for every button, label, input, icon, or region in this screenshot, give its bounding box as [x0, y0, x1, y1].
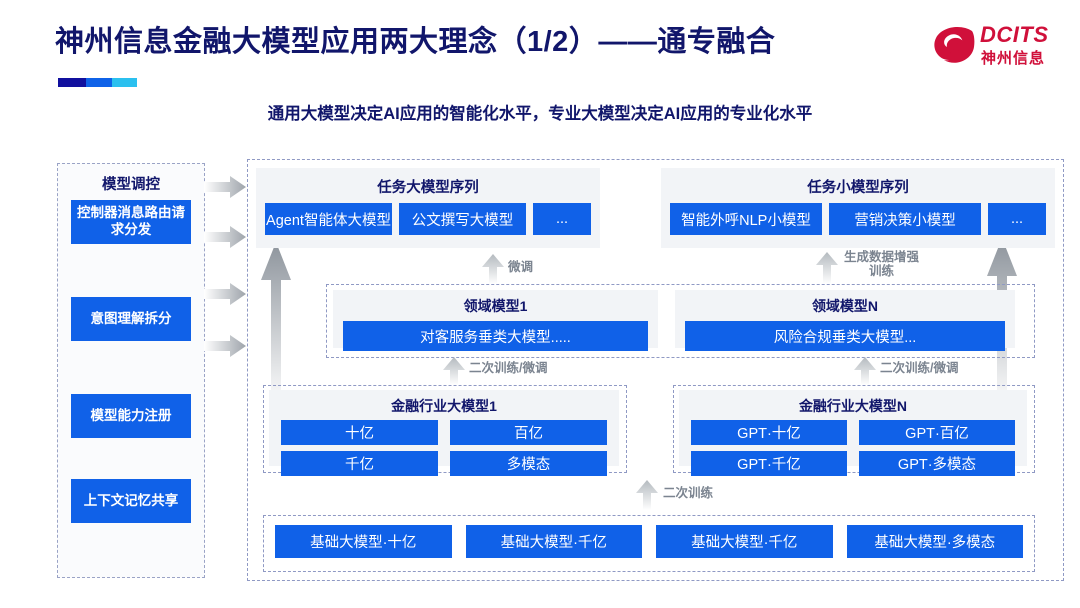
industry-panel-0-title: 金融行业大模型1 [391, 398, 497, 414]
industry-chip-0-0[interactable]: 十亿 [281, 420, 438, 445]
foundation-group: 基础大模型·十亿 基础大模型·千亿 基础大模型·千亿 基础大模型·多模态 [263, 515, 1035, 572]
task-chip-0-2[interactable]: ... [533, 203, 591, 235]
task-panel-1-chips: 智能外呼NLP小模型 营销决策小模型 ... [661, 197, 1055, 244]
industry-panel-1: 金融行业大模型N GPT·十亿 GPT·百亿 GPT·千亿 GPT·多模态 [679, 390, 1027, 476]
foundation-chips: 基础大模型·十亿 基础大模型·千亿 基础大模型·千亿 基础大模型·多模态 [264, 516, 1034, 571]
task-chip-1-0[interactable]: 智能外呼NLP小模型 [670, 203, 822, 235]
flow-arrow-up-left-tall [261, 242, 291, 407]
domain-panel-0-title: 领域模型1 [463, 298, 528, 314]
flow-arrow-right-2 [204, 283, 246, 305]
industry-panel-0-chips: 十亿 百亿 千亿 多模态 [269, 416, 619, 485]
industry-chip-1-3[interactable]: GPT·多模态 [859, 451, 1015, 476]
page-subtitle: 通用大模型决定AI应用的智能化水平，专业大模型决定AI应用的专业化水平 [267, 105, 813, 123]
task-chip-1-2[interactable]: ... [988, 203, 1046, 235]
industry-chip-0-1[interactable]: 百亿 [450, 420, 607, 445]
architecture-frame: 任务大模型序列 Agent智能体大模型 公文撰写大模型 ... 任务小模型序列 … [247, 159, 1064, 581]
control-item-0[interactable]: 控制器消息路由请求分发 [71, 200, 191, 244]
task-chip-1-1[interactable]: 营销决策小模型 [829, 203, 981, 235]
industry-panel-0: 金融行业大模型1 十亿 百亿 千亿 多模态 [269, 390, 619, 476]
industry-panel-1-chips: GPT·十亿 GPT·百亿 GPT·千亿 GPT·多模态 [679, 416, 1027, 485]
flow-arrow-right-3 [204, 335, 246, 357]
industry-chip-0-2[interactable]: 千亿 [281, 451, 438, 476]
flow-arrow-right-0 [204, 176, 246, 198]
accent-bar [58, 78, 137, 87]
accent-bar-segment-3 [112, 78, 137, 87]
domain-panel-1-title: 领域模型N [811, 298, 879, 314]
industry-chip-1-0[interactable]: GPT·十亿 [691, 420, 847, 445]
industry-panel-1-title: 金融行业大模型N [798, 398, 908, 414]
accent-bar-segment-2 [86, 78, 112, 87]
industry-group-1: 金融行业大模型N GPT·十亿 GPT·百亿 GPT·千亿 GPT·多模态 [673, 385, 1035, 476]
flow-arrow-up-retrain [636, 480, 658, 510]
accent-bar-segment-1 [58, 78, 86, 87]
control-column: 模型调控 控制器消息路由请求分发 意图理解拆分 模型能力注册 上下文记忆共享 [57, 163, 205, 578]
task-panel-1: 任务小模型序列 智能外呼NLP小模型 营销决策小模型 ... [661, 168, 1055, 248]
domain-group: 领域模型1 对客服务垂类大模型..... 领域模型N 风险合规垂类大模型... [326, 284, 1035, 358]
arrow-label-retrain-right: 二次训练/微调 [880, 361, 959, 375]
flow-arrow-up-finetune [482, 254, 504, 284]
task-panel-1-title: 任务小模型序列 [807, 180, 909, 196]
page-title: 神州信息金融大模型应用两大理念（1/2）——通专融合 [55, 26, 776, 58]
domain-chip-1[interactable]: 风险合规垂类大模型... [685, 321, 1005, 351]
arrow-label-data-augment: 生成数据增强 训练 [844, 250, 920, 279]
control-item-3[interactable]: 上下文记忆共享 [71, 479, 191, 523]
flow-arrow-up-data-augment [816, 252, 838, 284]
domain-panel-1: 领域模型N 风险合规垂类大模型... [675, 290, 1015, 351]
task-panel-0-chips: Agent智能体大模型 公文撰写大模型 ... [256, 197, 600, 244]
industry-group-0: 金融行业大模型1 十亿 百亿 千亿 多模态 [263, 385, 627, 476]
page-header: 神州信息金融大模型应用两大理念（1/2）——通专融合 通用大模型决定AI应用的智… [0, 0, 1080, 140]
industry-chip-1-2[interactable]: GPT·千亿 [691, 451, 847, 476]
arrow-label-retrain-left: 二次训练/微调 [469, 361, 548, 375]
flow-arrow-right-1 [204, 226, 246, 248]
flow-arrow-up-retrain-left [443, 357, 465, 385]
arrow-label-finetune: 微调 [508, 260, 534, 274]
control-item-1[interactable]: 意图理解拆分 [71, 297, 191, 341]
control-item-2[interactable]: 模型能力注册 [71, 394, 191, 438]
logo-text-cn: 神州信息 [981, 50, 1046, 67]
task-chip-0-0[interactable]: Agent智能体大模型 [265, 203, 392, 235]
industry-chip-1-1[interactable]: GPT·百亿 [859, 420, 1015, 445]
dcits-swirl-icon [934, 26, 975, 63]
company-logo: DCITS 神州信息 [932, 20, 1064, 72]
flow-arrow-up-retrain-right [854, 357, 876, 385]
domain-panel-0: 领域模型1 对客服务垂类大模型..... [333, 290, 658, 351]
logo-text-en: DCITS [980, 22, 1049, 47]
arrow-label-retrain: 二次训练 [663, 486, 714, 500]
foundation-chip-0[interactable]: 基础大模型·十亿 [275, 525, 452, 558]
foundation-chip-1[interactable]: 基础大模型·千亿 [465, 525, 642, 558]
domain-chip-0[interactable]: 对客服务垂类大模型..... [343, 321, 648, 351]
foundation-chip-3[interactable]: 基础大模型·多模态 [846, 525, 1023, 558]
task-panel-0: 任务大模型序列 Agent智能体大模型 公文撰写大模型 ... [256, 168, 600, 248]
industry-chip-0-3[interactable]: 多模态 [450, 451, 607, 476]
control-column-title: 模型调控 [102, 177, 160, 193]
task-chip-0-1[interactable]: 公文撰写大模型 [399, 203, 526, 235]
foundation-chip-2[interactable]: 基础大模型·千亿 [656, 525, 833, 558]
task-panel-0-title: 任务大模型序列 [377, 180, 479, 196]
